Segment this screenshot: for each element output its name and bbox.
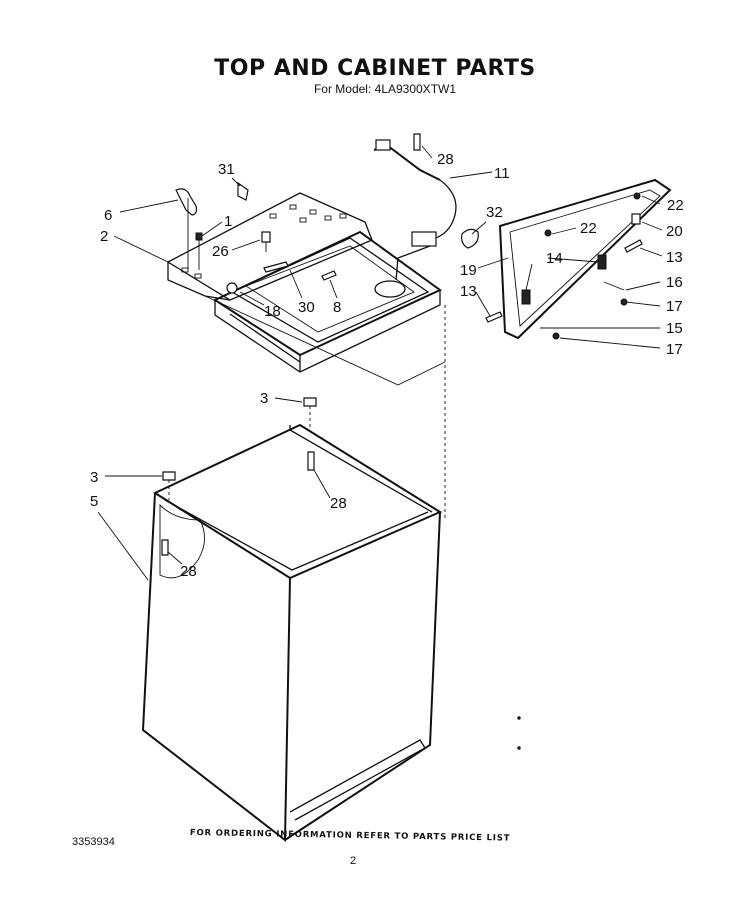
page-title: TOP AND CABINET PARTS [214, 56, 536, 81]
callout-17-upper: 17 [666, 298, 683, 315]
callout-20: 20 [666, 223, 683, 240]
callout-1: 1 [224, 213, 232, 230]
callout-5: 5 [90, 493, 98, 510]
washer-top-assembly [166, 192, 446, 520]
top-small-parts [175, 133, 479, 294]
callout-2: 2 [100, 228, 108, 245]
callout-31: 31 [218, 161, 235, 178]
callout-16: 16 [666, 274, 683, 291]
callout-6: 6 [104, 207, 112, 224]
callout-3-upper: 3 [260, 390, 268, 407]
callout-3-lower: 3 [90, 469, 98, 486]
callout-15: 15 [666, 320, 683, 337]
callout-17-lower: 17 [666, 341, 683, 358]
callout-13-upper: 13 [666, 249, 683, 266]
model-subtitle: For Model: 4LA9300XTW1 [313, 82, 457, 96]
callout-28-top: 28 [437, 151, 454, 168]
callout-11: 11 [494, 165, 510, 182]
callout-8: 8 [333, 299, 341, 316]
callout-22-inner: 22 [580, 220, 597, 237]
callout-22-outer: 22 [667, 197, 684, 214]
leader-lines [97, 145, 663, 581]
cabinet [141, 397, 521, 843]
callout-labels: 31 6 1 2 26 18 30 8 28 11 32 22 22 20 13… [90, 151, 684, 580]
callout-18: 18 [264, 303, 281, 320]
callout-28-front: 28 [180, 563, 197, 580]
callout-26: 26 [212, 243, 229, 260]
callout-30: 30 [298, 299, 315, 316]
callout-32: 32 [486, 204, 503, 221]
callout-28-cabinet: 28 [330, 495, 347, 512]
document-number: 3353934 [72, 836, 115, 848]
callout-19: 19 [460, 262, 477, 279]
page-number: 2 [350, 855, 357, 867]
callout-14: 14 [546, 250, 563, 267]
lid-assembly [485, 178, 672, 340]
callout-13-lower: 13 [460, 283, 477, 300]
